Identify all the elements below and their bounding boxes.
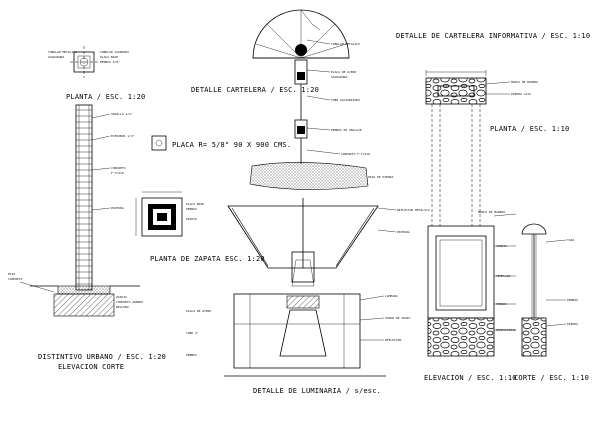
svg-text:ZAPATA: ZAPATA <box>186 217 197 221</box>
svg-text:TEMPLADO: TEMPLADO <box>496 274 511 278</box>
title-detalle-cartelera: DETALLE CARTELERA / ESC. 1:20 <box>191 86 319 94</box>
elevation-base <box>427 317 495 357</box>
footing-section <box>53 293 115 317</box>
svg-text:LAMPARA: LAMPARA <box>385 294 398 298</box>
title-planta-left: PLANTA / ESC. 1:20 <box>66 93 145 101</box>
semicircle-sign <box>252 9 350 59</box>
svg-text:TUBULAR CUADRADO: TUBULAR CUADRADO <box>100 50 129 54</box>
svg-text:PIEDRA: PIEDRA <box>567 322 578 326</box>
svg-text:RELLENO: RELLENO <box>116 305 129 309</box>
svg-text:VARILLA 1/2": VARILLA 1/2" <box>111 112 133 116</box>
title-cartelera-informativa: DETALLE DE CARTELERA INFORMATIVA / ESC. … <box>396 32 590 40</box>
svg-text:REFLECTOR: REFLECTOR <box>385 338 401 342</box>
svg-text:PERNOS: PERNOS <box>567 298 578 302</box>
svg-text:PERNOS: PERNOS <box>496 302 507 306</box>
svg-text:TUBO 2": TUBO 2" <box>186 331 199 335</box>
svg-text:VIDRIO: VIDRIO <box>496 244 507 248</box>
svg-text:MARCO DE MADERA: MARCO DE MADERA <box>478 210 505 214</box>
svg-text:F'C=210: F'C=210 <box>111 171 124 175</box>
svg-text:CONCRETO F'C=210: CONCRETO F'C=210 <box>341 152 370 156</box>
zapata-plan <box>141 197 183 237</box>
placa-plan <box>151 135 167 151</box>
svg-text:PERNOS: PERNOS <box>186 207 197 211</box>
luminaria-reflector <box>227 205 379 269</box>
svg-text:TUBO GALVANIZADO: TUBO GALVANIZADO <box>331 98 360 102</box>
distintivo-urbano-group: TUBULAR METALICO SOLDADURA TUBULAR CUADR… <box>8 46 166 371</box>
title-elevacion-right: ELEVACION / ESC. 1:10 <box>424 374 517 382</box>
title-detalle-luminaria: DETALLE DE LUMINARIA / s/esc. <box>253 387 381 395</box>
title-elevacion-corte: ELEVACION CORTE <box>58 363 124 371</box>
svg-text:PLACA DE ACERO: PLACA DE ACERO <box>331 70 356 74</box>
svg-text:PLACA BASE: PLACA BASE <box>100 55 118 59</box>
title-corte-right: CORTE / ESC. 1:10 <box>514 374 589 382</box>
cartelera-base <box>249 162 369 190</box>
luminaria-box <box>233 293 361 369</box>
svg-text:PERNOS: PERNOS <box>186 353 197 357</box>
plan-mamposteria <box>425 77 487 105</box>
svg-text:PERNOS 5/8": PERNOS 5/8" <box>100 60 120 64</box>
svg-text:SOLDADURA: SOLDADURA <box>331 75 347 79</box>
svg-text:SOLDADURA: SOLDADURA <box>48 55 64 59</box>
svg-text:TUBULAR METALICO: TUBULAR METALICO <box>331 42 360 46</box>
svg-text:CONCRETO ARMADO: CONCRETO ARMADO <box>116 300 143 304</box>
svg-text:PISO DE PIEDRA: PISO DE PIEDRA <box>368 175 393 179</box>
corte-base <box>521 317 547 357</box>
title-planta-zapata: PLANTA DE ZAPATA ESC. 1:20 <box>150 255 265 263</box>
svg-text:PISO: PISO <box>8 272 15 276</box>
svg-text:ZAPATA: ZAPATA <box>116 295 127 299</box>
svg-text:CONCRETO: CONCRETO <box>8 277 23 281</box>
svg-text:PIEDRA LAJA: PIEDRA LAJA <box>511 92 531 96</box>
svg-text:MAMPOSTERIA: MAMPOSTERIA <box>496 328 516 332</box>
column-elevation <box>75 104 93 291</box>
svg-text:REFLECTOR METALICO: REFLECTOR METALICO <box>397 208 430 212</box>
svg-text:PINTURA: PINTURA <box>111 206 124 210</box>
title-distintivo: DISTINTIVO URBANO / ESC. 1:20 <box>38 353 166 361</box>
placa-zapata-group: PLACA R= 5/8" 90 X 900 CMS. PLACA BASE P… <box>135 135 291 263</box>
detalle-cartelera-group: TUBULAR METALICO PLACA DE ACERO SOLDADUR… <box>191 9 393 190</box>
svg-text:TAPA: TAPA <box>567 238 574 242</box>
svg-text:PLACA BASE: PLACA BASE <box>186 202 204 206</box>
svg-text:PERNOS DE ANCLAJE: PERNOS DE ANCLAJE <box>331 128 362 132</box>
cartelera-informativa-group: DETALLE DE CARTELERA INFORMATIVA / ESC. … <box>396 32 590 382</box>
svg-text:PINTURA: PINTURA <box>397 230 410 234</box>
title-planta-right: PLANTA / ESC. 1:10 <box>490 125 569 133</box>
svg-text:TUBULAR METALICO: TUBULAR METALICO <box>48 50 77 54</box>
svg-text:VAPOR DE SODIO: VAPOR DE SODIO <box>385 316 410 320</box>
svg-text:PLACA DE ACERO: PLACA DE ACERO <box>186 309 211 313</box>
title-placa: PLACA R= 5/8" 90 X 900 CMS. <box>172 141 291 149</box>
svg-text:ESTRIBOS 1/4": ESTRIBOS 1/4" <box>111 134 135 138</box>
svg-text:MARCO DE MADERA: MARCO DE MADERA <box>511 80 538 84</box>
svg-text:CONCRETO: CONCRETO <box>111 166 126 170</box>
luminaria-group: LAMPARA VAPOR DE SODIO REFLECTOR REFLECT… <box>186 198 430 395</box>
